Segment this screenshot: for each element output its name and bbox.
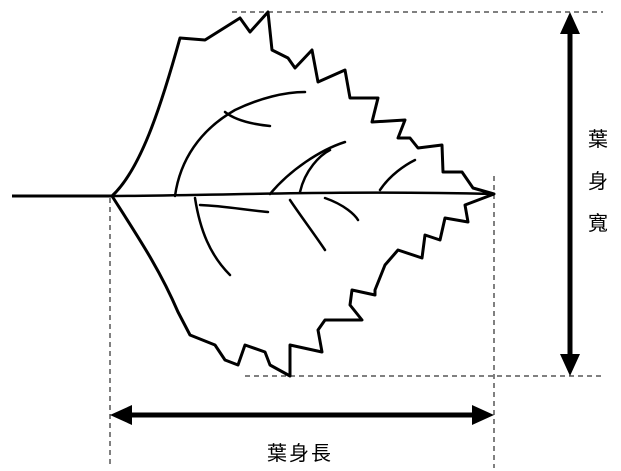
vein xyxy=(270,142,345,194)
vein xyxy=(225,112,270,126)
leaf-width-label-char: 身 xyxy=(586,160,610,202)
leaf-veins xyxy=(112,92,494,275)
vein xyxy=(325,198,358,220)
arrowhead-left xyxy=(110,405,132,425)
vein xyxy=(290,200,325,250)
arrowhead-down xyxy=(560,354,580,376)
length-arrow xyxy=(110,405,494,425)
vein xyxy=(175,92,305,196)
leaf-length-label: 葉身長 xyxy=(200,437,400,466)
leaf-width-label-char: 葉 xyxy=(586,118,610,160)
leaf-width-label-char: 寬 xyxy=(586,202,610,244)
vein xyxy=(200,205,268,212)
vein xyxy=(380,160,415,190)
arrowhead-up xyxy=(560,12,580,34)
width-arrow xyxy=(560,12,580,376)
arrowhead-right xyxy=(472,405,494,425)
leaf-width-label: 葉 身 寬 xyxy=(586,118,610,244)
vein xyxy=(195,198,230,275)
midrib xyxy=(112,193,494,196)
